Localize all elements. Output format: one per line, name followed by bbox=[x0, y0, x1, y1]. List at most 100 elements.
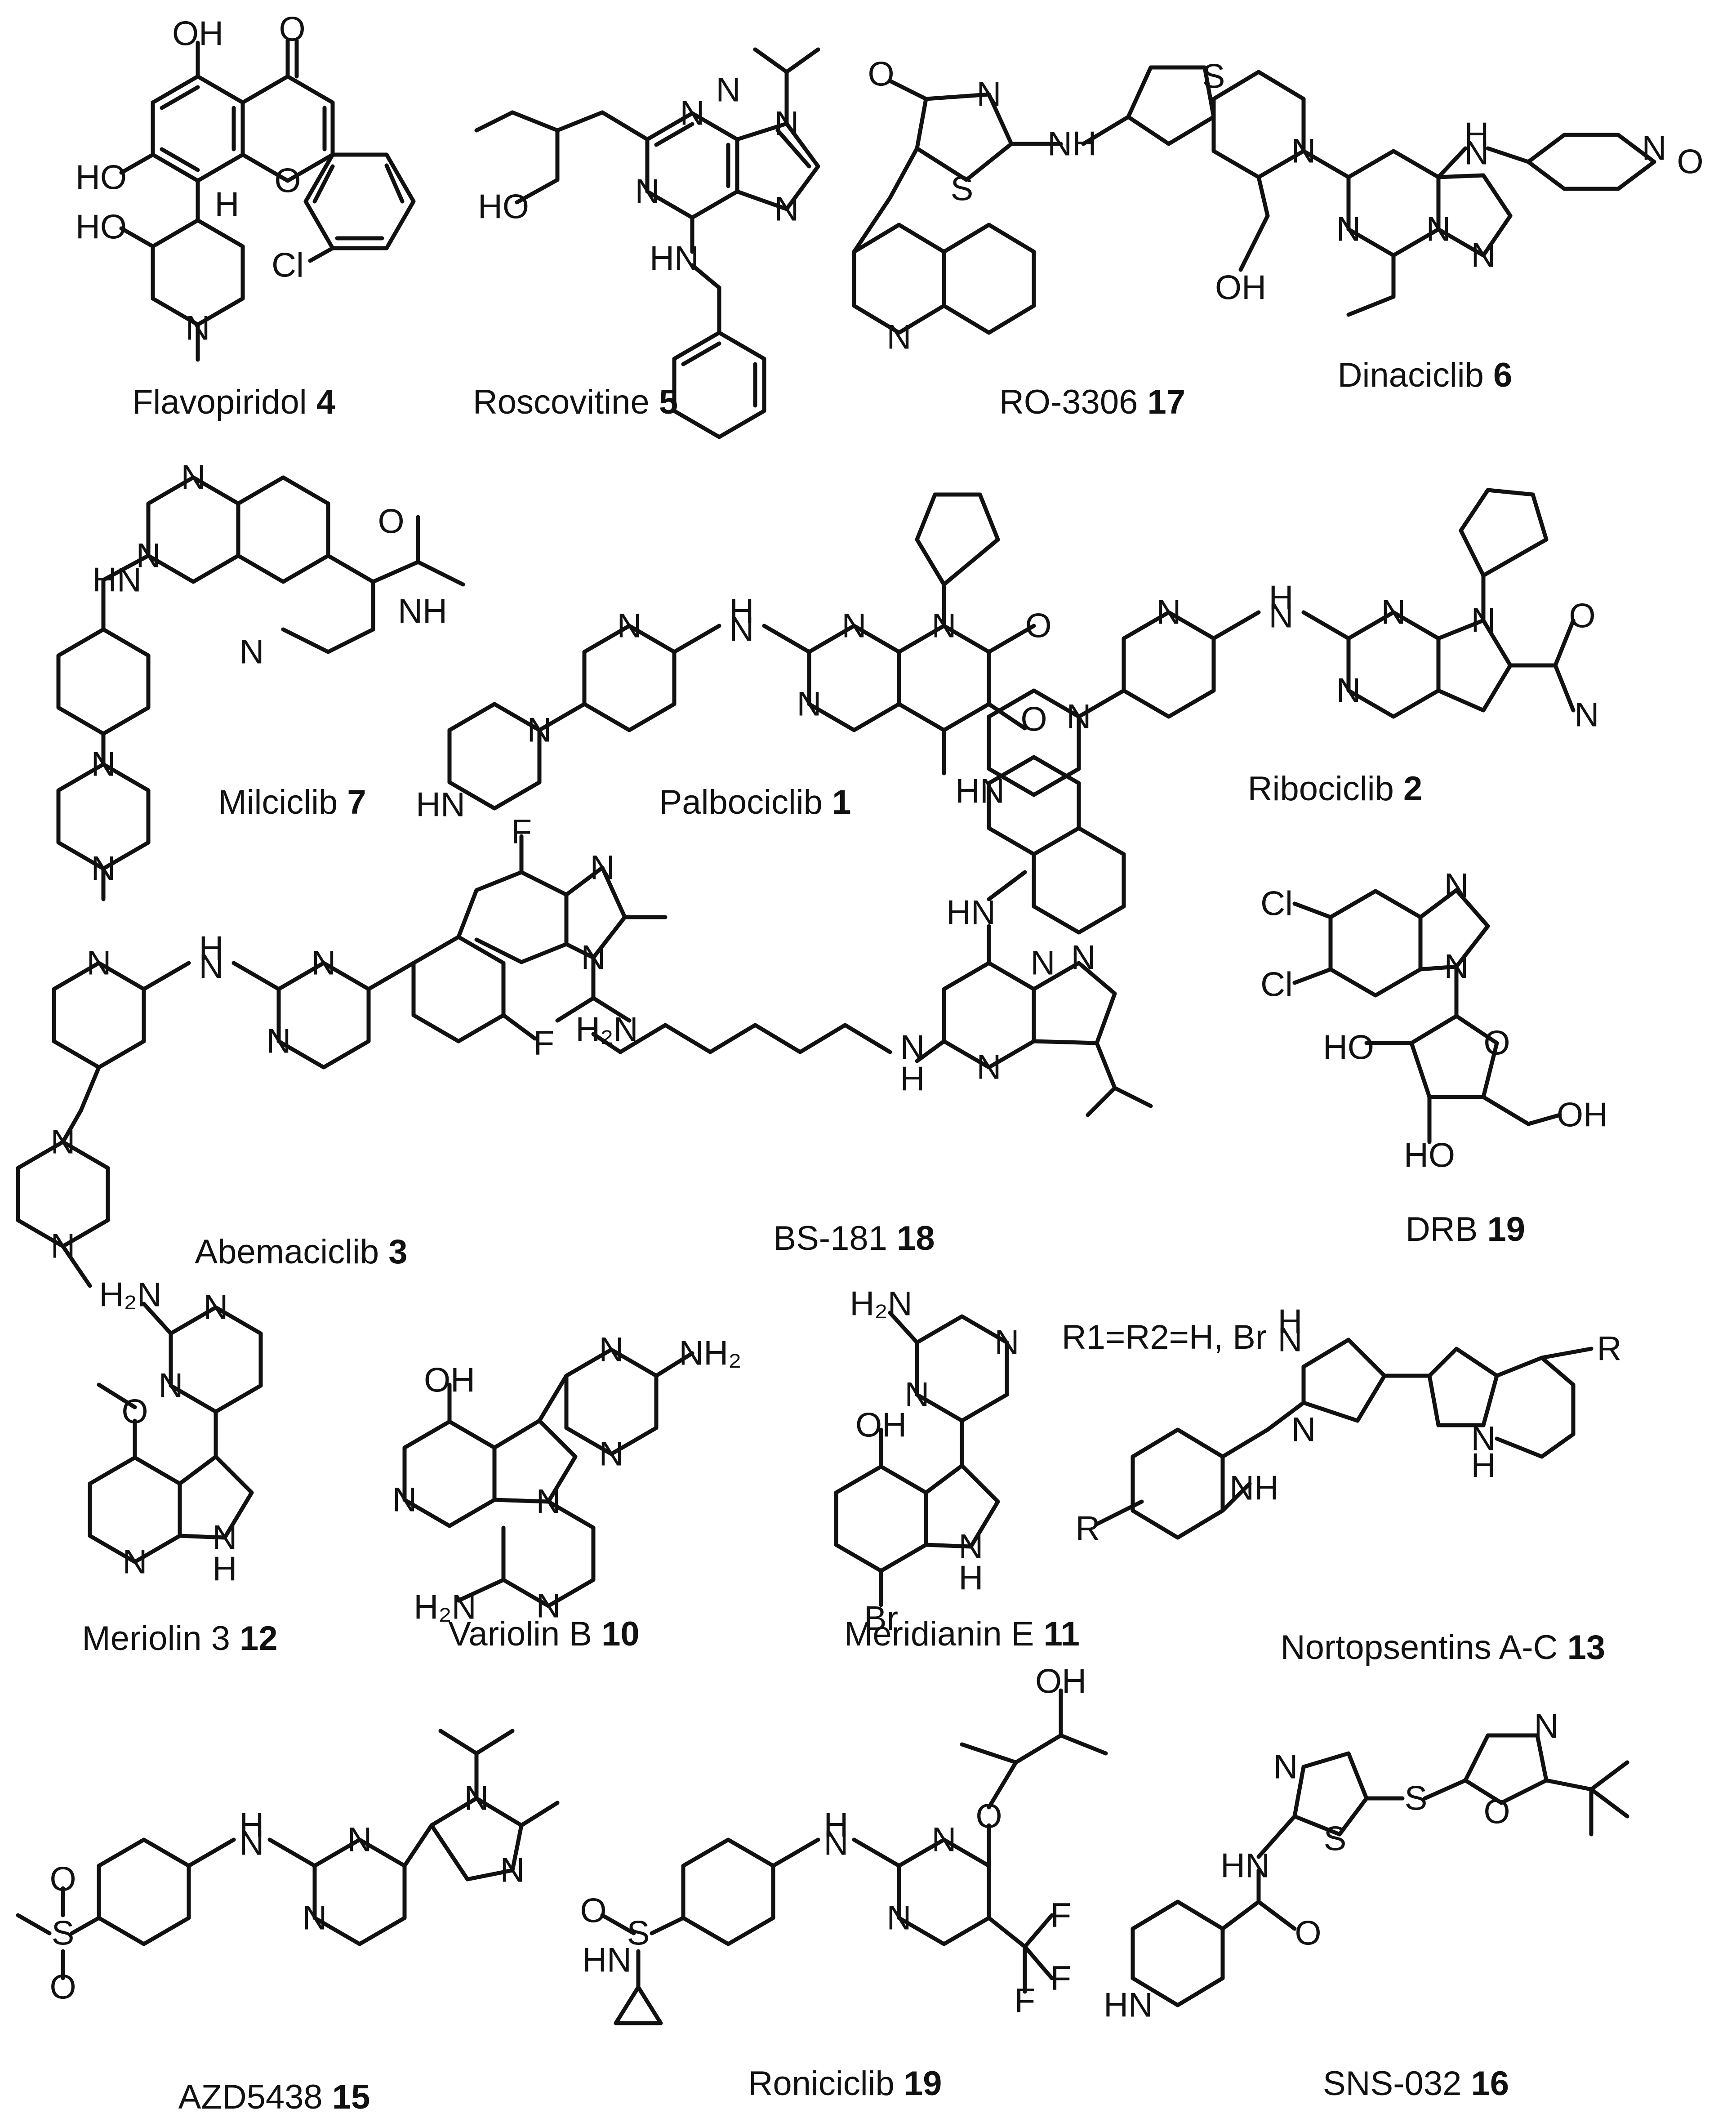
svg-text:Meriolin 3 12: Meriolin 3 12 bbox=[82, 1619, 277, 1658]
svg-text:Palbociclib 1: Palbociclib 1 bbox=[659, 783, 851, 821]
svg-text:N: N bbox=[775, 105, 799, 143]
palbociclib-structure: N N N O O H N N N HN Palbociclib 1 bbox=[416, 492, 1052, 824]
svg-text:N: N bbox=[123, 1543, 147, 1581]
svg-text:N: N bbox=[1269, 597, 1294, 635]
svg-text:N: N bbox=[51, 1227, 76, 1266]
compound-name-14: Nortopsentins A-C bbox=[1281, 1628, 1558, 1667]
compound-name-13: Meridianin E bbox=[844, 1615, 1034, 1653]
svg-text:N: N bbox=[887, 318, 912, 357]
svg-text:N: N bbox=[464, 1779, 489, 1818]
svg-text:N: N bbox=[1426, 210, 1451, 249]
svg-text:N: N bbox=[824, 1824, 849, 1863]
compound-number-6: 1 bbox=[832, 783, 851, 821]
svg-text:F: F bbox=[511, 813, 532, 851]
svg-text:N: N bbox=[1157, 593, 1181, 632]
svg-text:F: F bbox=[534, 1024, 554, 1062]
compound-name-15: AZD5438 bbox=[178, 2078, 323, 2116]
svg-text:N: N bbox=[1273, 1748, 1298, 1786]
svg-text:H₂N: H₂N bbox=[99, 1276, 161, 1314]
svg-text:NH: NH bbox=[1047, 125, 1097, 163]
svg-text:H: H bbox=[240, 1806, 264, 1845]
svg-text:N: N bbox=[581, 939, 606, 977]
abemaciclib-structure: N N F N N F H N N N N Abemaciclib 3 bbox=[16, 813, 668, 1288]
svg-text:H: H bbox=[730, 593, 754, 631]
svg-text:N: N bbox=[1444, 867, 1469, 905]
svg-text:O: O bbox=[1483, 1024, 1510, 1062]
svg-text:N: N bbox=[775, 190, 799, 228]
svg-text:R: R bbox=[1597, 1330, 1622, 1368]
svg-text:HN: HN bbox=[1104, 1986, 1153, 2024]
roscovitine-structure: N N N N N HN HO Roscovitine 5 bbox=[473, 47, 820, 439]
svg-text:Cl: Cl bbox=[1260, 966, 1293, 1004]
svg-text:N: N bbox=[536, 1483, 561, 1521]
bs181-structure: HN N N N N H H₂N BS-181 18 bbox=[575, 755, 1153, 1257]
svg-text:N: N bbox=[905, 1376, 930, 1414]
compound-number-12: 10 bbox=[601, 1615, 640, 1653]
svg-text:NH₂: NH₂ bbox=[679, 1334, 741, 1373]
svg-text:N: N bbox=[995, 1324, 1019, 1362]
svg-text:OH: OH bbox=[424, 1361, 475, 1400]
svg-text:H: H bbox=[959, 1559, 984, 1597]
compound-name-12: Variolin B bbox=[448, 1615, 592, 1653]
svg-text:HO: HO bbox=[1323, 1029, 1374, 1067]
svg-text:O: O bbox=[279, 10, 305, 49]
svg-text:N: N bbox=[1534, 1708, 1559, 1746]
svg-text:Dinaciclib 6: Dinaciclib 6 bbox=[1338, 356, 1513, 394]
compound-number-1: 4 bbox=[316, 383, 335, 421]
svg-text:H: H bbox=[1278, 1303, 1303, 1341]
svg-text:N: N bbox=[900, 1029, 925, 1067]
svg-text:HO: HO bbox=[1404, 1137, 1455, 1175]
svg-text:N: N bbox=[204, 1289, 228, 1327]
svg-text:N: N bbox=[213, 1519, 237, 1557]
compound-number-4: 6 bbox=[1493, 356, 1512, 394]
svg-text:N: N bbox=[347, 1821, 372, 1859]
svg-text:N: N bbox=[1471, 602, 1496, 640]
svg-text:N: N bbox=[87, 944, 111, 982]
meridianine-structure: OH Br N H N N H₂N Meridianin E 11 bbox=[834, 1285, 1080, 1653]
ro3306-structure: O N S NH S N RO-3306 17 bbox=[852, 55, 1225, 421]
azd5438-structure: N N N N H N S O O AZD5438 15 bbox=[16, 1729, 560, 2116]
svg-text:S: S bbox=[627, 1914, 650, 1953]
compound-name-10: DRB bbox=[1406, 1210, 1478, 1249]
svg-text:O: O bbox=[49, 1968, 76, 2007]
svg-text:Meridianin E 11: Meridianin E 11 bbox=[844, 1615, 1080, 1653]
svg-text:N: N bbox=[716, 71, 741, 109]
svg-text:N: N bbox=[1471, 236, 1496, 275]
compound-number-9: 18 bbox=[897, 1219, 935, 1257]
svg-text:DRB 19: DRB 19 bbox=[1406, 1210, 1525, 1249]
svg-text:N: N bbox=[797, 685, 822, 723]
svg-text:N: N bbox=[680, 94, 705, 133]
svg-text:N: N bbox=[51, 1123, 76, 1161]
svg-text:N: N bbox=[1291, 132, 1316, 170]
svg-text:OH: OH bbox=[1035, 1663, 1086, 1701]
compound-number-17: 16 bbox=[1471, 2065, 1509, 2103]
svg-text:RO-3306 17: RO-3306 17 bbox=[999, 383, 1185, 421]
svg-text:N: N bbox=[312, 944, 336, 982]
svg-text:N: N bbox=[240, 1824, 264, 1863]
svg-text:N: N bbox=[267, 1022, 291, 1061]
svg-text:N: N bbox=[599, 1435, 624, 1473]
compound-number-15: 15 bbox=[332, 2078, 370, 2116]
svg-text:N: N bbox=[932, 607, 957, 645]
svg-text:OH: OH bbox=[855, 1406, 907, 1445]
svg-text:H: H bbox=[199, 930, 224, 968]
svg-text:N: N bbox=[959, 1528, 984, 1566]
svg-text:Abemaciclib 3: Abemaciclib 3 bbox=[195, 1233, 407, 1271]
svg-text:N: N bbox=[91, 850, 116, 888]
svg-text:N: N bbox=[159, 1367, 183, 1405]
svg-text:HN: HN bbox=[92, 561, 142, 599]
svg-text:N: N bbox=[617, 607, 642, 645]
svg-text:N: N bbox=[1071, 939, 1096, 977]
svg-text:AZD5438 15: AZD5438 15 bbox=[178, 2078, 370, 2116]
compound-number-7: 2 bbox=[1403, 770, 1422, 808]
svg-text:Flavopiridol 4: Flavopiridol 4 bbox=[132, 383, 335, 421]
svg-text:R: R bbox=[1076, 1510, 1100, 1548]
svg-text:N: N bbox=[136, 537, 161, 575]
flavopiridol-structure: OH O O HO HO H Cl N Flavopiridol 4 bbox=[76, 10, 416, 421]
svg-text:BS-181 18: BS-181 18 bbox=[773, 1219, 935, 1257]
svg-text:H₂N: H₂N bbox=[850, 1285, 912, 1323]
ribociclib-structure: N N N O N H N N N HN Ribociclib 2 bbox=[955, 488, 1599, 811]
svg-text:Milciclib 7: Milciclib 7 bbox=[218, 783, 366, 821]
svg-text:H: H bbox=[1464, 116, 1489, 154]
